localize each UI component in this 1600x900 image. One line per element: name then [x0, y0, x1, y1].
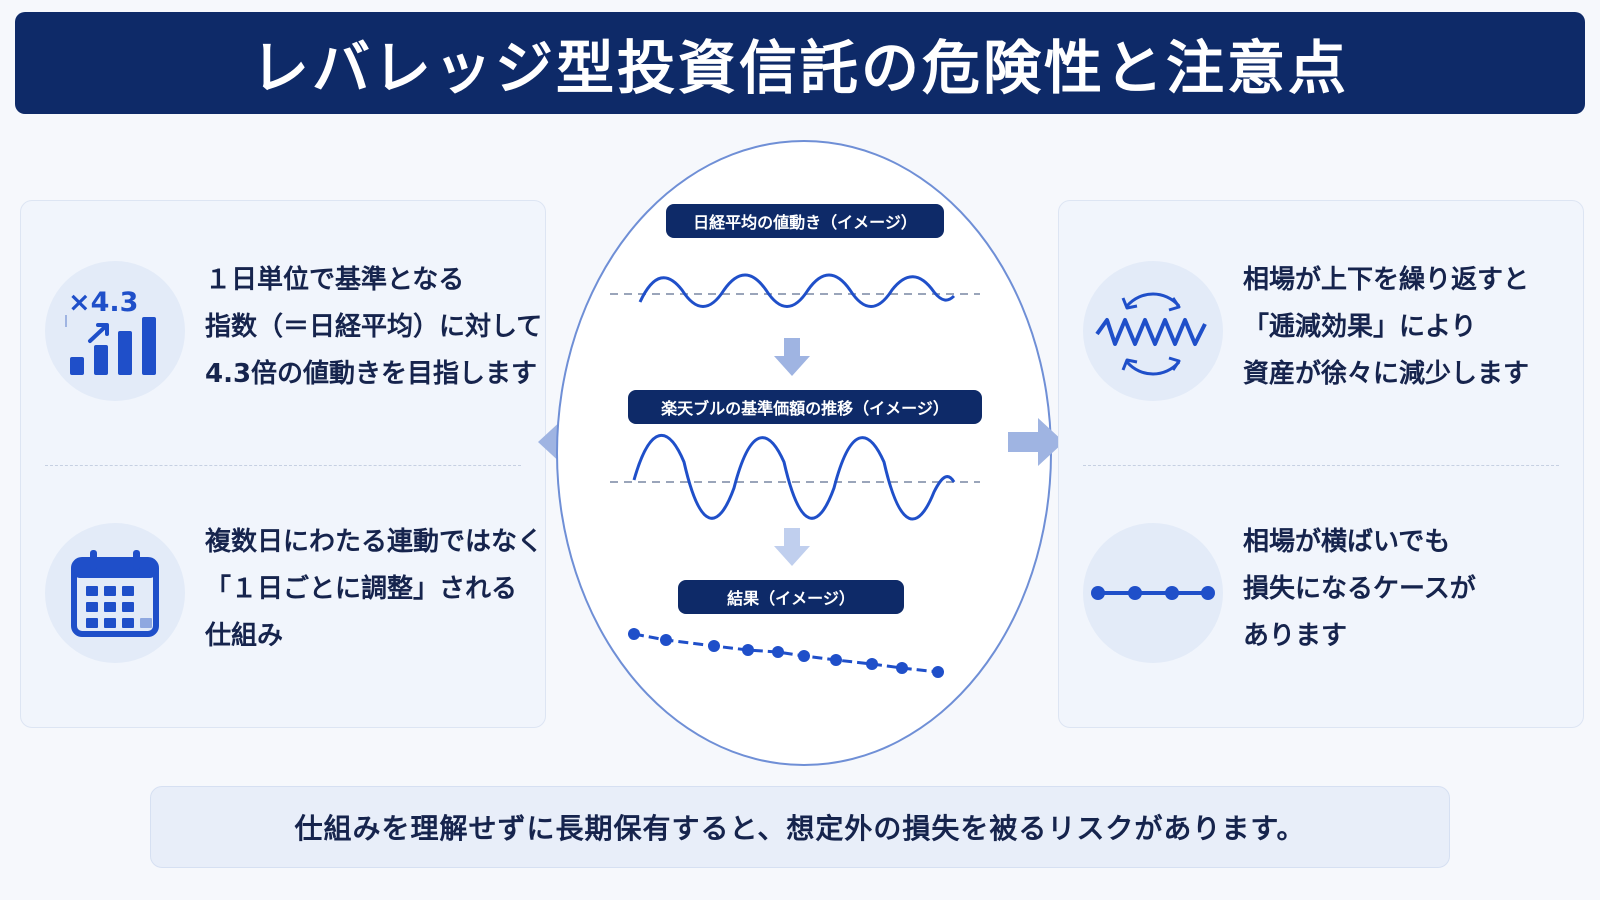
bar-chart-multiplier-icon: ×4.3 — [65, 287, 156, 375]
icon-circle: ×4.3 — [45, 261, 185, 401]
index-wave-line — [638, 273, 956, 308]
risk-warning-box: 仕組みを理解せずに長期保有すると、想定外の損失を被るリスクがあります。 — [150, 786, 1450, 868]
icon-circle — [1083, 523, 1223, 663]
risk-warning-text: 仕組みを理解せずに長期保有すると、想定外の損失を被るリスクがあります。 — [294, 812, 1306, 845]
text-line: 指数（＝日経平均）に対して — [205, 312, 543, 342]
text-line: 4.3倍の値動きを目指します — [205, 359, 538, 389]
right-panel: 相場が上下を繰り返すと 「逓減効果」により 資産が徐々に減少します 相場が横ばい… — [1058, 200, 1584, 728]
left-panel: ×4.3 １日単位で基準となる 指数（＝日経平均）に対して 4.3倍の値動きを目… — [20, 200, 546, 728]
text-line: 資産が徐々に減少します — [1243, 359, 1530, 389]
fund-wave-chart — [610, 433, 980, 521]
daily-reset-item: 複数日にわたる連動ではなく 「１日ごとに調整」される 仕組み — [21, 501, 545, 701]
result-decline-chart — [628, 628, 944, 678]
multiplier-badge: ×4.3 — [68, 287, 138, 318]
index-label: 日経平均の値動き（イメージ） — [666, 204, 944, 238]
flat-line-dots-icon — [1091, 586, 1215, 600]
oscillating-wave-cycle-icon — [1095, 292, 1207, 376]
text-line: １日単位で基準となる — [205, 265, 465, 295]
divider — [45, 465, 521, 466]
volatility-decay-item: 相場が上下を繰り返すと 「逓減効果」により 資産が徐々に減少します — [1059, 239, 1583, 439]
icon-circle — [1083, 261, 1223, 401]
text-line: 「逓減効果」により — [1243, 312, 1477, 342]
index-wave-chart — [610, 273, 980, 308]
text-line: 相場が上下を繰り返すと — [1243, 265, 1530, 295]
fund-wave-line — [632, 433, 956, 521]
text-line: あります — [1243, 621, 1348, 651]
daily-leverage-item: ×4.3 １日単位で基準となる 指数（＝日経平均）に対して 4.3倍の値動きを目… — [21, 239, 545, 439]
result-decline-line — [633, 632, 939, 674]
calendar-icon — [71, 550, 159, 637]
down-arrow-icon — [774, 338, 810, 376]
volatility-decay-text: 相場が上下を繰り返すと 「逓減効果」により 資産が徐々に減少します — [1243, 257, 1575, 398]
right-arrow-icon — [1008, 418, 1064, 466]
icon-circle — [45, 523, 185, 663]
daily-reset-text: 複数日にわたる連動ではなく 「１日ごとに調整」される 仕組み — [205, 519, 544, 660]
daily-leverage-text: １日単位で基準となる 指数（＝日経平均）に対して 4.3倍の値動きを目指します — [205, 257, 543, 398]
text-line: 仕組み — [205, 621, 284, 651]
sideways-loss-item: 相場が横ばいでも 損失になるケースが あります — [1059, 501, 1583, 701]
result-label: 結果（イメージ） — [678, 580, 904, 614]
text-line: 複数日にわたる連動ではなく — [205, 527, 544, 557]
text-line: 相場が横ばいでも — [1243, 527, 1451, 557]
down-arrow-icon — [774, 528, 810, 566]
center-illustration: 日経平均の値動き（イメージ） 楽天ブルの基準価額の推移（イメージ） 結果（イメー… — [556, 140, 1052, 766]
text-line: 損失になるケースが — [1243, 574, 1476, 604]
page-title: レバレッジ型投資信託の危険性と注意点 — [250, 34, 1349, 102]
title-banner: レバレッジ型投資信託の危険性と注意点 — [15, 12, 1585, 114]
divider — [1083, 465, 1559, 466]
sideways-loss-text: 相場が横ばいでも 損失になるケースが あります — [1243, 519, 1575, 660]
fund-label: 楽天ブルの基準価額の推移（イメージ） — [628, 390, 982, 424]
text-line: 「１日ごとに調整」される — [205, 574, 518, 604]
